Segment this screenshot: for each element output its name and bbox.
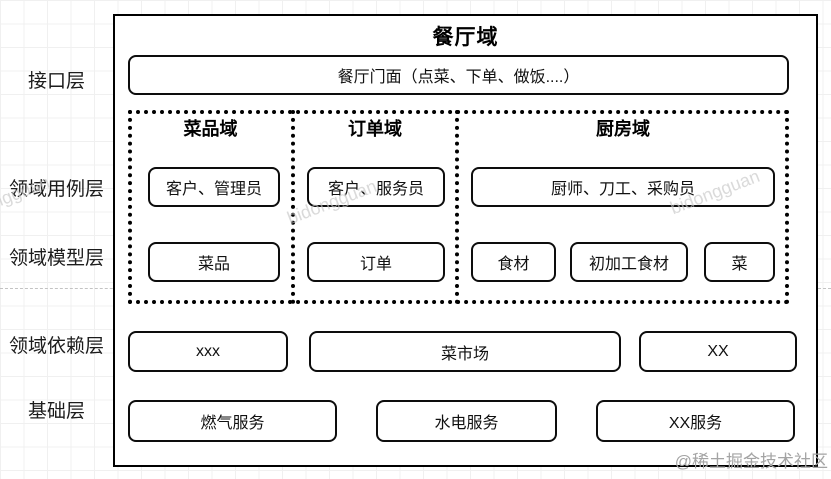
layer-label-usecase: 领域用例层 (8, 179, 104, 200)
subdomain-title-dish: 菜品域 (183, 119, 238, 139)
model-node-dish: 菜品 (148, 242, 280, 282)
facade-node: 餐厅门面（点菜、下单、做饭....） (128, 55, 789, 95)
model-node-dish-result: 菜 (704, 242, 775, 282)
model-label: 菜 (731, 256, 748, 273)
model-node-prepped-ingredient: 初加工食材 (570, 242, 688, 282)
usecase-label: 厨师、刀工、采购员 (550, 181, 695, 198)
infra-label: XX服务 (668, 415, 723, 432)
model-label: 菜品 (197, 256, 230, 273)
subdomain-title-kitchen: 厨房域 (596, 119, 650, 139)
infra-label: 水电服务 (434, 415, 499, 432)
infra-label: 燃气服务 (200, 415, 265, 432)
layer-label-interface: 接口层 (27, 71, 85, 92)
subdomain-divider (455, 110, 459, 304)
infra-node-utilities: 水电服务 (376, 400, 557, 442)
dependency-label: 菜市场 (440, 345, 489, 363)
layer-label-dependency: 领域依赖层 (8, 336, 104, 357)
usecase-label: 客户、服务员 (327, 181, 424, 198)
dependency-label: xxx (196, 342, 220, 360)
diagram-title: 餐厅域 (432, 26, 499, 49)
dependency-label: XX (707, 342, 729, 360)
usecase-label: 客户、管理员 (165, 181, 262, 198)
subdomain-title-order: 订单域 (348, 119, 402, 139)
model-node-order: 订单 (307, 242, 445, 282)
subdomain-divider (291, 110, 295, 304)
facade-label: 餐厅门面（点菜、下单、做饭....） (337, 69, 580, 86)
model-label: 订单 (359, 256, 392, 273)
model-node-ingredient: 食材 (471, 242, 556, 282)
usecase-node-order: 客户、服务员 (307, 167, 445, 207)
dependency-node-xxx: xxx (128, 331, 288, 372)
dependency-node-xx: XX (639, 331, 797, 372)
layer-label-model: 领域模型层 (8, 248, 104, 269)
layer-label-infrastructure: 基础层 (27, 401, 85, 422)
usecase-node-dish: 客户、管理员 (148, 167, 280, 207)
usecase-node-kitchen: 厨师、刀工、采购员 (471, 167, 775, 207)
infra-node-gas: 燃气服务 (128, 400, 337, 442)
infra-node-xx-service: XX服务 (596, 400, 795, 442)
model-label: 食材 (497, 256, 530, 273)
dependency-node-market: 菜市场 (309, 331, 621, 372)
model-label: 初加工食材 (588, 256, 669, 273)
